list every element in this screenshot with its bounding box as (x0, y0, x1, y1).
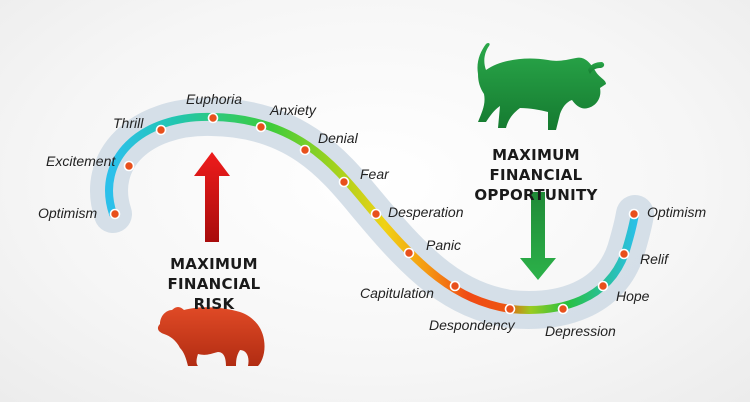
stage-dot (628, 208, 640, 220)
stage-label: Optimism (647, 204, 706, 220)
cycle-curve (105, 112, 639, 314)
opportunity-arrow (520, 192, 556, 280)
stage-label: Depression (545, 323, 616, 339)
stage-labels: OptimismExcitementThrillEuphoriaAnxietyD… (38, 91, 706, 339)
stage-dot (403, 247, 415, 259)
stage-label: Despondency (429, 317, 516, 333)
stage-dot (123, 160, 135, 172)
opportunity-caption-line2: OPPORTUNITY (474, 186, 598, 204)
stage-label: Optimism (38, 205, 97, 221)
risk-caption: MAXIMUM FINANCIAL RISK (126, 254, 302, 314)
stage-dot (338, 176, 350, 188)
stage-label: Anxiety (269, 102, 317, 118)
opportunity-caption: MAXIMUM FINANCIAL OPPORTUNITY (448, 145, 624, 205)
stage-label: Denial (318, 130, 359, 146)
stage-dot (449, 280, 461, 292)
stage-dot (504, 303, 516, 315)
risk-caption-line2: RISK (193, 295, 235, 313)
stage-label: Fear (360, 166, 390, 182)
stage-dot (557, 303, 569, 315)
stage-dot (618, 248, 630, 260)
stage-dot (109, 208, 121, 220)
stage-dot (255, 121, 267, 133)
stage-label: Panic (426, 237, 461, 253)
stage-label: Desperation (388, 204, 464, 220)
stage-label: Euphoria (186, 91, 242, 107)
bear-icon (157, 307, 265, 366)
stage-markers (109, 112, 640, 315)
opportunity-caption-line1: MAXIMUM FINANCIAL (489, 146, 583, 184)
risk-caption-line1: MAXIMUM FINANCIAL (167, 255, 261, 293)
stage-label: Capitulation (360, 285, 434, 301)
stage-label: Thrill (113, 115, 144, 131)
bull-icon (477, 42, 606, 130)
risk-arrow (194, 152, 230, 242)
stage-dot (299, 144, 311, 156)
stage-dot (370, 208, 382, 220)
stage-dot (155, 124, 167, 136)
stage-dot (597, 280, 609, 292)
stage-label: Relif (640, 251, 670, 267)
stage-label: Hope (616, 288, 650, 304)
stage-dot (207, 112, 219, 124)
stage-label: Excitement (46, 153, 116, 169)
